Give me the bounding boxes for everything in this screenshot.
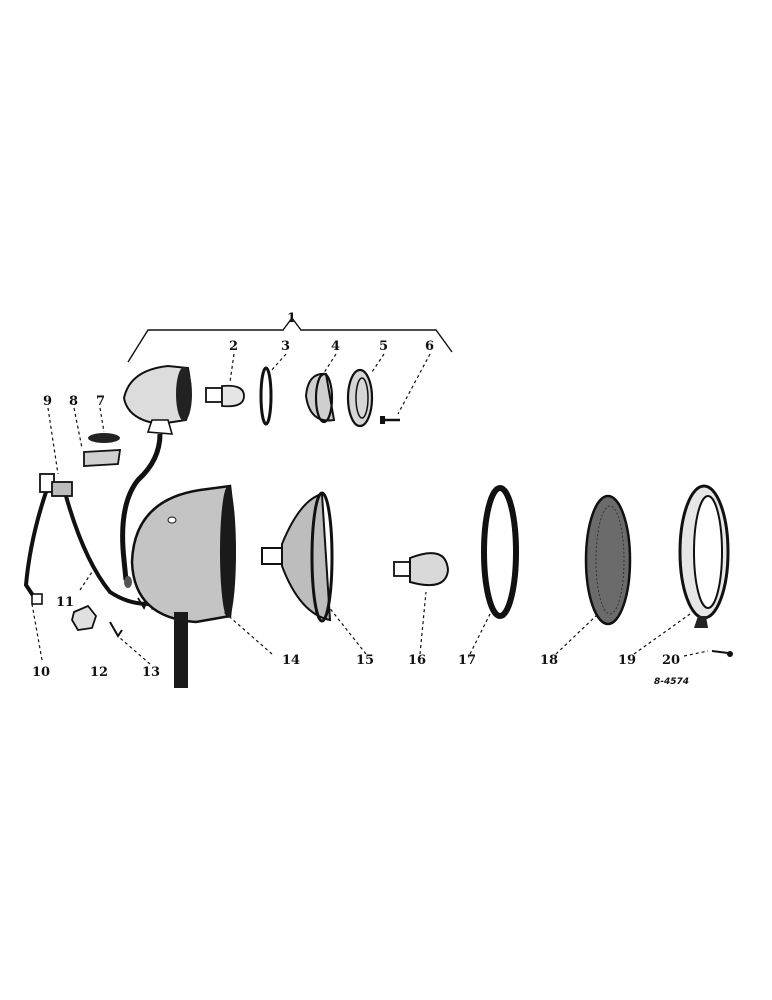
headlamp-bulb — [393, 552, 450, 586]
callout-2: 2 — [229, 339, 238, 354]
callout-14: 14 — [282, 653, 300, 668]
small-bulb — [205, 384, 245, 408]
callout-6: 6 — [425, 339, 434, 354]
small-gasket-ring — [259, 366, 273, 426]
rim-screw — [711, 650, 733, 657]
headlamp-lens — [584, 494, 632, 626]
small-screw — [380, 416, 400, 424]
callout-16: 16 — [408, 653, 426, 668]
small-door-rim — [346, 368, 374, 428]
reflector — [261, 491, 334, 623]
callout-8: 8 — [69, 394, 78, 409]
spring-clip — [109, 621, 123, 638]
callout-7: 7 — [96, 394, 105, 409]
callout-15: 15 — [356, 653, 374, 668]
callout-9: 9 — [43, 394, 52, 409]
callout-18: 18 — [540, 653, 558, 668]
callout-5: 5 — [379, 339, 388, 354]
callout-1: 1 — [287, 311, 296, 326]
callout-12: 12 — [90, 665, 108, 680]
headlamp-gasket — [481, 485, 519, 619]
callout-11: 11 — [56, 595, 74, 610]
nut — [71, 604, 98, 631]
switch-and-harness — [23, 473, 157, 611]
callout-13: 13 — [142, 665, 160, 680]
reference-code: 8-4574 — [654, 677, 689, 687]
leader-lines — [31, 353, 709, 665]
callout-17: 17 — [458, 653, 476, 668]
group-bracket — [127, 316, 453, 363]
callout-3: 3 — [281, 339, 290, 354]
washer — [88, 433, 120, 443]
headlamp-door-rim — [678, 484, 730, 628]
small-reflector — [304, 372, 336, 424]
callout-20: 20 — [662, 653, 680, 668]
callout-4: 4 — [331, 339, 340, 354]
clip — [83, 449, 122, 467]
callout-19: 19 — [618, 653, 636, 668]
small-lamp-housing — [120, 364, 192, 588]
headlamp-body — [130, 484, 236, 688]
callout-10: 10 — [32, 665, 50, 680]
